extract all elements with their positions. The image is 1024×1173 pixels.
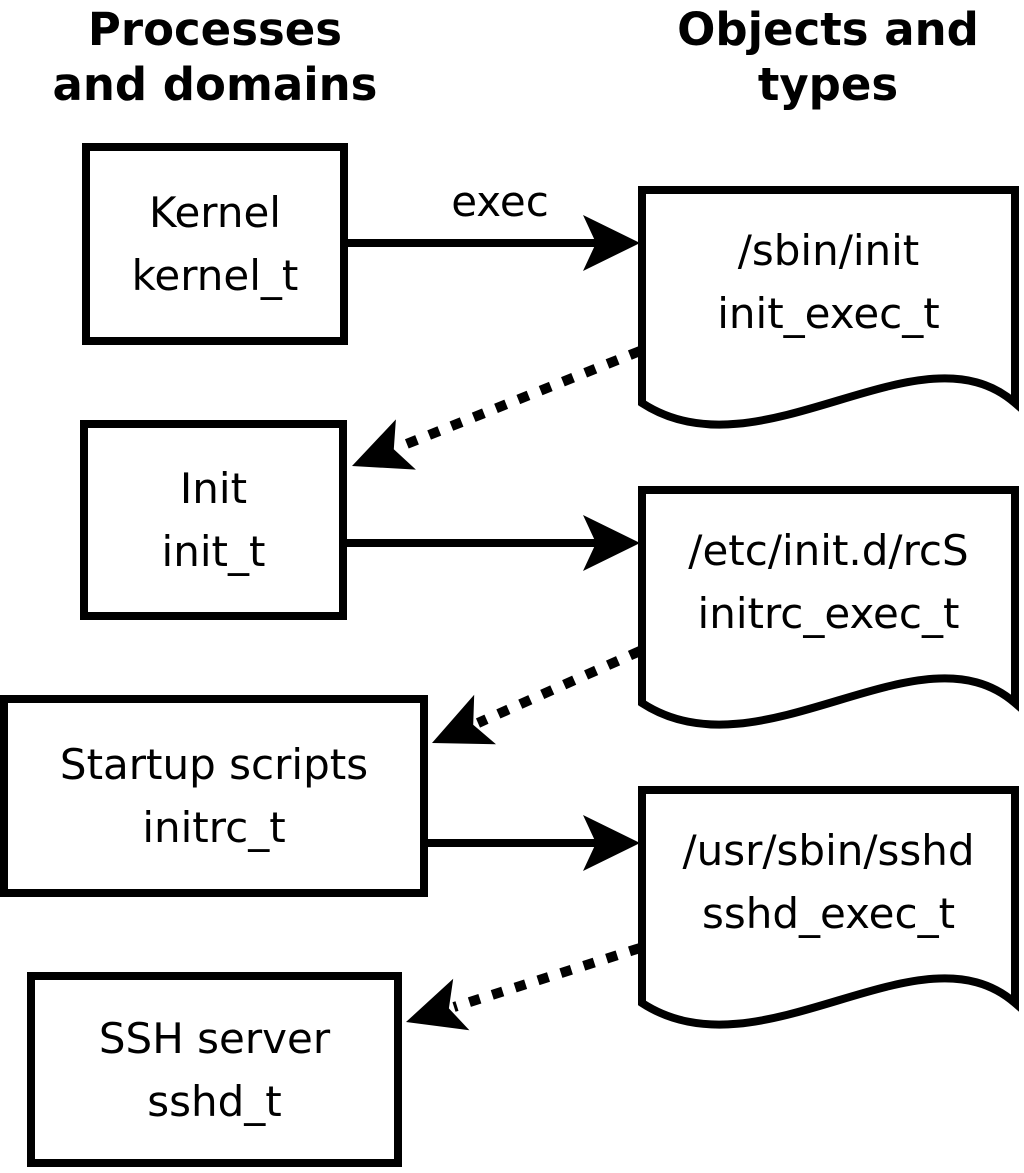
object-path-sbin-init: /sbin/init [737, 226, 920, 275]
exec-arrow-kernel-to-sbin-init [348, 215, 640, 271]
process-name-init: Init [179, 464, 248, 513]
object-type-sbin-init: init_exec_t [717, 289, 940, 338]
process-box-init: Init init_t [80, 420, 347, 620]
object-type-usr-sbin-sshd: sshd_exec_t [701, 889, 956, 938]
process-name-kernel: Kernel [149, 188, 281, 237]
process-domain-init: init_t [161, 527, 266, 576]
document-shape-etc-initd-rcs [638, 486, 1019, 729]
object-label-sbin-init: /sbin/init init_exec_t [642, 192, 1015, 372]
object-label-etc-initd-rcs: /etc/init.d/rcS initrc_exec_t [642, 492, 1015, 672]
process-domain-startup-scripts: initrc_t [142, 803, 286, 852]
process-domain-ssh-server: sshd_t [147, 1076, 282, 1126]
object-label-usr-sbin-sshd: /usr/sbin/sshd sshd_exec_t [642, 792, 1015, 972]
object-type-etc-initd-rcs: initrc_exec_t [697, 589, 960, 638]
exec-arrow-label: exec [451, 177, 549, 226]
process-box-startup-scripts: Startup scripts initrc_t [0, 695, 428, 897]
column-heading-objects-and-types: Objects and types [677, 3, 979, 111]
transition-arrow-etc-initd-rcs-to-initrc [432, 646, 643, 745]
process-box-ssh-server: SSH server sshd_t [27, 972, 402, 1167]
document-shape-usr-sbin-sshd [638, 786, 1019, 1029]
process-name-startup-scripts: Startup scripts [59, 740, 369, 789]
process-domain-kernel: kernel_t [131, 251, 299, 300]
object-path-usr-sbin-sshd: /usr/sbin/sshd [682, 826, 975, 875]
object-path-etc-initd-rcs: /etc/init.d/rcS [688, 526, 969, 575]
document-shape-sbin-init [638, 186, 1019, 429]
process-box-kernel: Kernel kernel_t [82, 143, 348, 345]
transition-arrow-usr-sbin-sshd-to-sshd [406, 943, 642, 1031]
exec-arrow-init-to-etc-initd-rcs [347, 515, 640, 571]
transition-arrow-sbin-init-to-init [352, 346, 642, 470]
exec-arrow-initrc-to-usr-sbin-sshd [428, 815, 640, 871]
process-name-ssh-server: SSH server [98, 1013, 331, 1063]
column-heading-processes-and-domains: Processes and domains [52, 3, 378, 111]
